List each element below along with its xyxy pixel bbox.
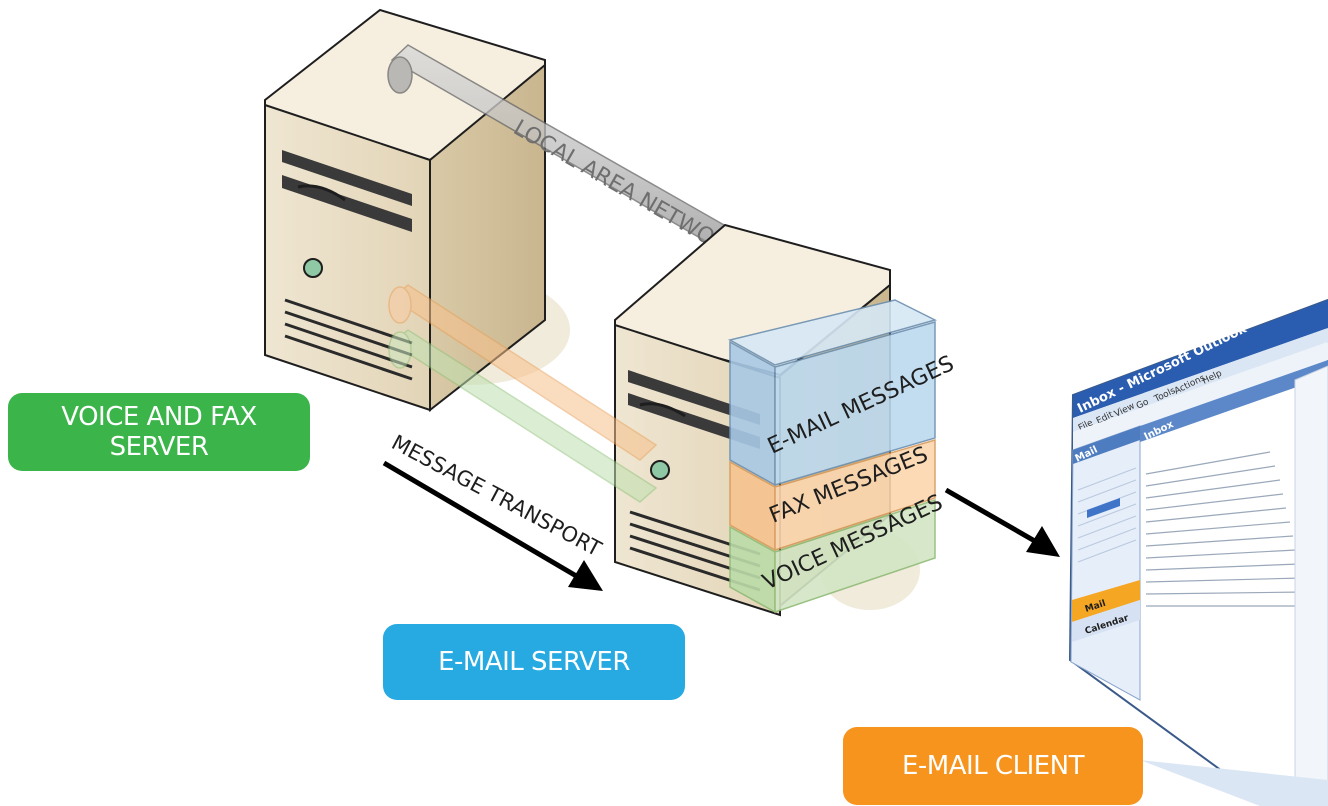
email-client-label: E-MAIL CLIENT [843,727,1143,805]
message-transport-arrow [382,460,603,591]
voice-transport-pipe [388,329,658,503]
outlook-nav-calendar[interactable] [1072,600,1140,642]
outlook-nav-mail[interactable] [1072,580,1140,622]
email-messages-block [727,299,938,366]
message-stack [727,299,938,614]
outlook-message-list [1145,451,1308,607]
email-server-label: E-MAIL SERVER [383,624,685,700]
email-client-window: Inbox - Microsoft Outlook File Edit View… [1068,298,1328,806]
delivery-arrow [944,487,1060,557]
voice-fax-server-tower [264,8,546,413]
fax-transport-pipe [388,284,658,461]
